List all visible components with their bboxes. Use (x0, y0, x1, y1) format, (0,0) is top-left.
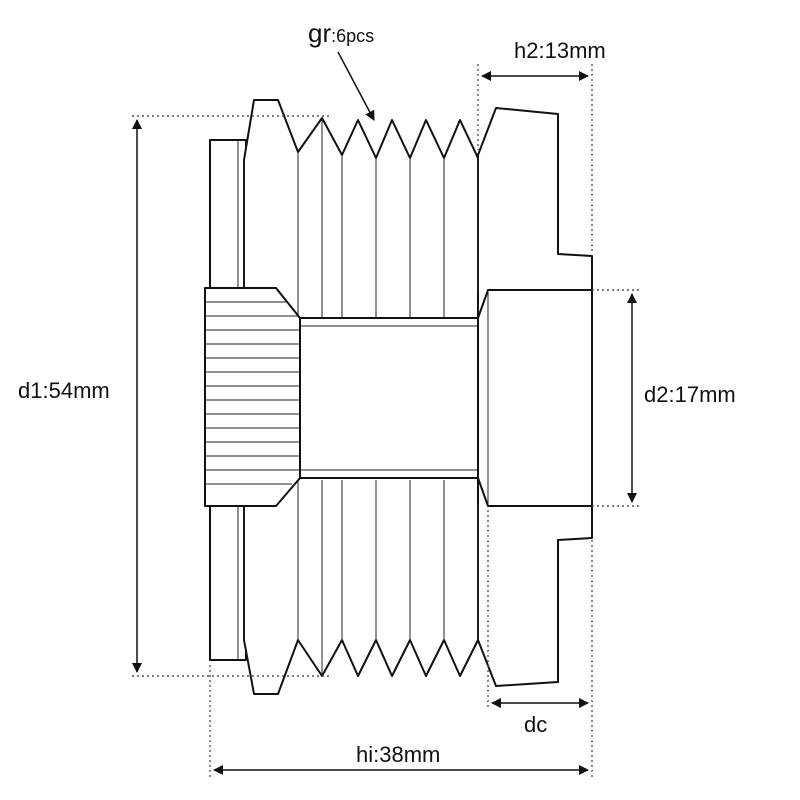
dimension-lines (132, 51, 640, 780)
counterbore (477, 289, 593, 507)
spline-lines (205, 301, 300, 485)
central-bore (204, 287, 593, 507)
h2-label: h2:13mm (514, 38, 606, 63)
d1-label: d1:54mm (18, 378, 110, 403)
spline-insert (204, 287, 301, 507)
d2-label: d2:17mm (644, 382, 736, 407)
dc-label: dc (524, 712, 547, 737)
bore-tube (299, 317, 479, 479)
dimension-labels: gr:6pcs h2:13mm d1:54mm d2:17mm dc hi:38… (18, 18, 736, 767)
grooves-label: gr:6pcs (308, 18, 374, 48)
groove-lines (297, 118, 479, 676)
grooves-leader (337, 51, 375, 121)
hi-label: hi:38mm (356, 742, 440, 767)
